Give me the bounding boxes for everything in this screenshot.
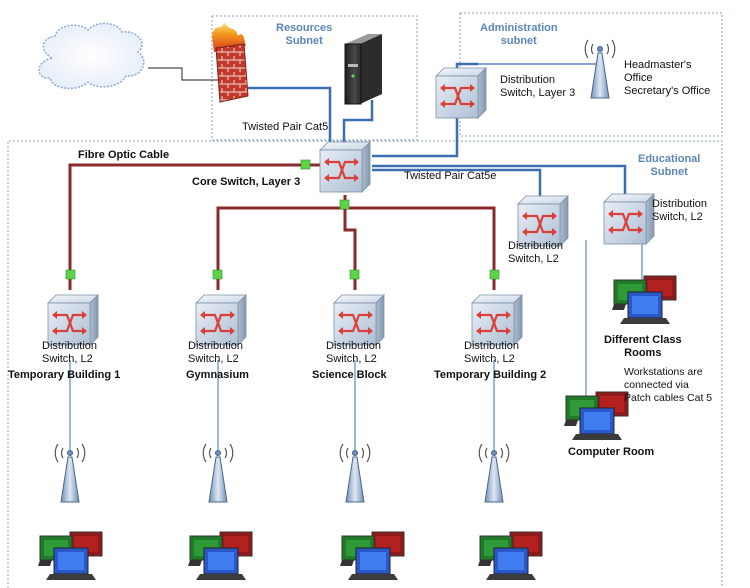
computer-room-label: Computer Room — [568, 446, 655, 458]
twisted-pair-cat5e-label: Twisted Pair Cat5e — [404, 170, 497, 182]
building-1-switch-icon — [46, 293, 100, 347]
building-2-access-point-icon — [202, 443, 234, 503]
resources-subnet-boundary — [211, 15, 418, 141]
building-2-name: Gymnasium — [186, 369, 249, 381]
administration-subnet-title: Administration subnet — [480, 22, 558, 47]
building-4-switch-icon — [470, 293, 524, 347]
core-switch-icon — [318, 140, 372, 194]
building-1-access-point-icon — [54, 443, 86, 503]
building-uplinks — [69, 240, 643, 450]
twisted-pair-cat5-label: Twisted Pair Cat5 — [242, 121, 329, 133]
admin-switch-icon — [434, 66, 488, 120]
building-2-workstations-icon — [187, 531, 253, 581]
building-3-access-point-icon — [339, 443, 371, 503]
admin-wifi-label: Headmaster's Office Secretary's Office — [624, 59, 711, 97]
building-3-switch-icon — [332, 293, 386, 347]
building-3-name: Science Block — [312, 369, 387, 381]
building-2-switch-label: Distribution Switch, L2 — [188, 340, 244, 365]
class-rooms-workstations-icon — [611, 275, 677, 325]
core-switch-label: Core Switch, Layer 3 — [192, 176, 301, 188]
building-1-workstations-icon — [37, 531, 103, 581]
edu-switch-a-label: Distribution Switch, L2 — [508, 240, 564, 265]
patch-cables-note: Workstations are connected via Patch cab… — [624, 366, 713, 404]
edu-switch-b-icon — [602, 192, 656, 246]
building-4-switch-label: Distribution Switch, L2 — [464, 340, 520, 365]
building-3-workstations-icon — [339, 531, 405, 581]
educational-subnet-boundary — [7, 140, 723, 588]
building-3-switch-label: Distribution Switch, L2 — [326, 340, 382, 365]
internet-link — [148, 67, 222, 81]
edu-switch-a-icon — [516, 194, 570, 248]
building-4-access-point-icon — [478, 443, 510, 503]
class-rooms-label: Different Class Rooms — [604, 334, 682, 359]
admin-switch-label: Distribution Switch, Layer 3 — [500, 74, 576, 99]
firewall-icon — [212, 22, 249, 103]
edu-switch-b-label: Distribution Switch, L2 — [652, 198, 708, 223]
building-1-switch-label: Distribution Switch, L2 — [42, 340, 98, 365]
internet-cloud-icon — [38, 22, 145, 90]
building-4-name: Temporary Building 2 — [434, 369, 547, 381]
computer-room-workstations-icon — [563, 391, 629, 441]
fibre-optic-label: Fibre Optic Cable — [78, 149, 170, 161]
copper-links — [248, 62, 627, 198]
educational-subnet-title: Educational Subnet — [638, 153, 701, 178]
server-icon — [344, 34, 382, 105]
building-4-workstations-icon — [477, 531, 543, 581]
fibre-connectors — [65, 159, 500, 280]
resources-subnet-title: Resources Subnet — [276, 22, 333, 47]
building-2-switch-icon — [194, 293, 248, 347]
admin-access-point-icon — [584, 39, 616, 99]
building-1-name: Temporary Building 1 — [8, 369, 121, 381]
